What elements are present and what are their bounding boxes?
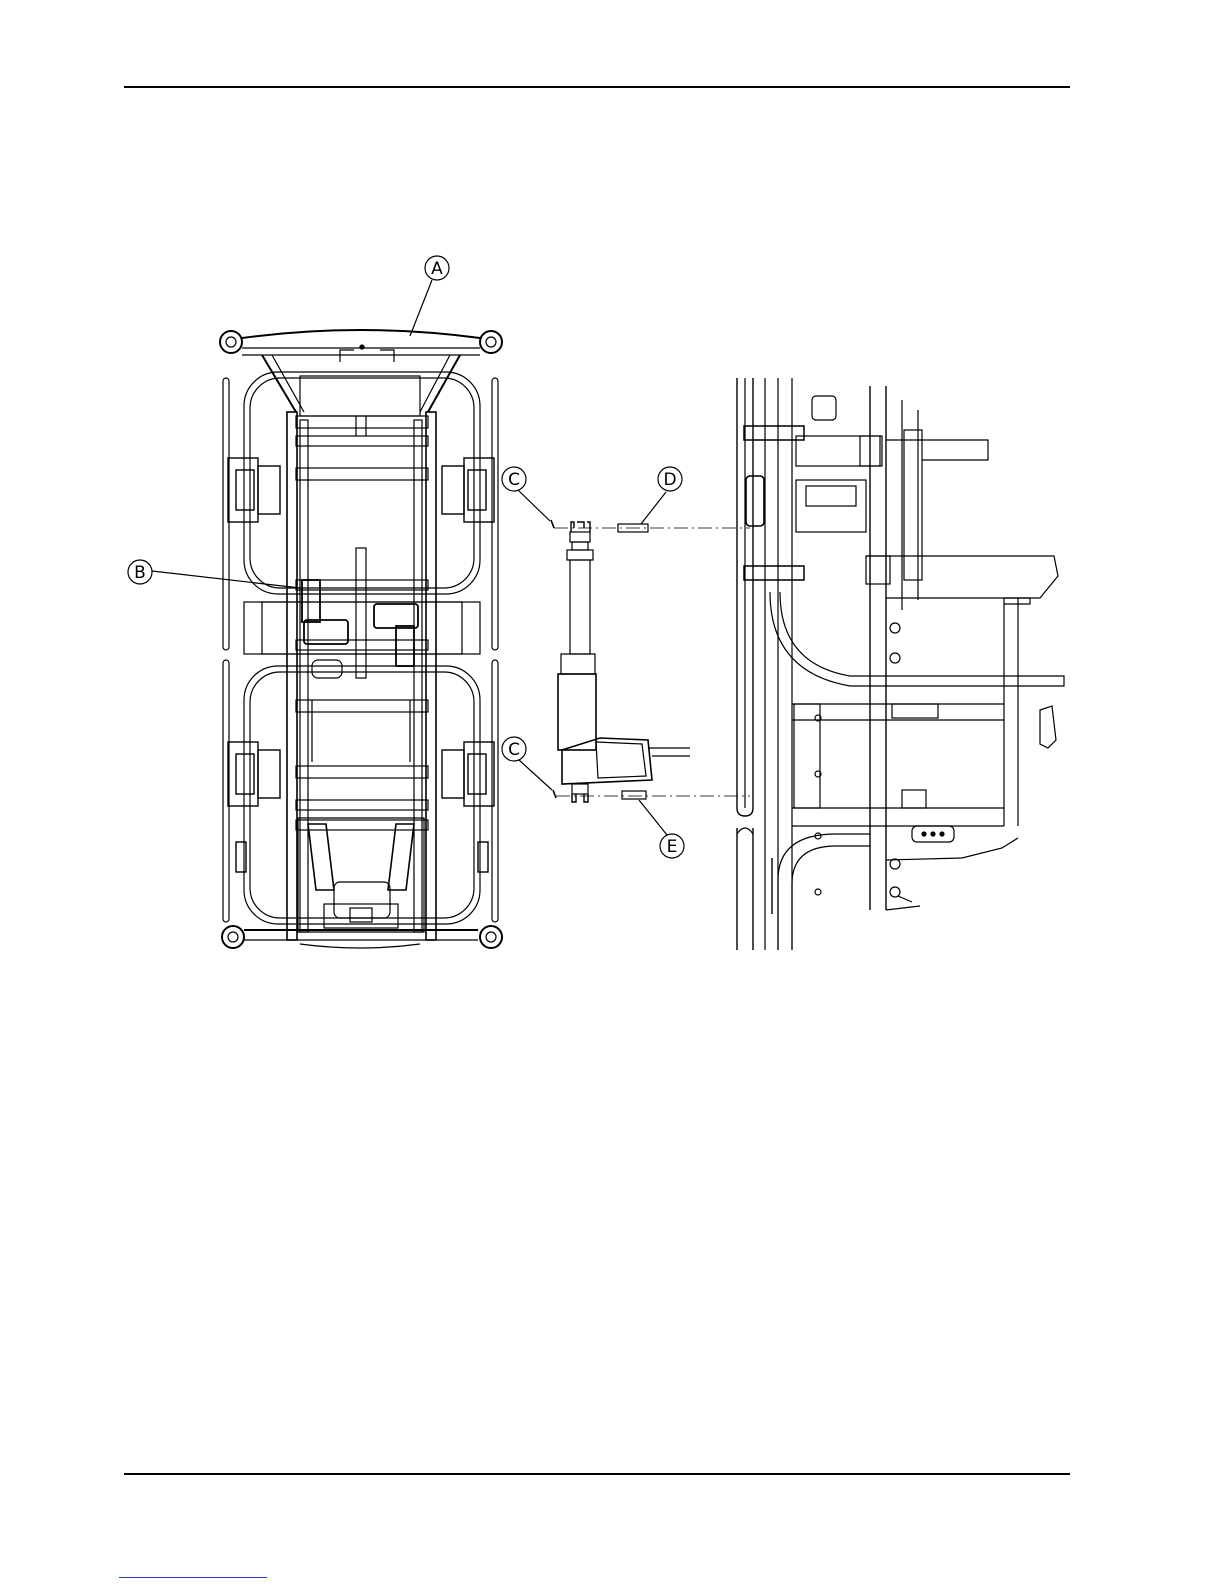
caster-top-right — [480, 331, 502, 353]
footer-link-underline[interactable] — [119, 1577, 267, 1578]
actuator-exploded-view — [551, 520, 690, 802]
callout-c-bottom-label: C — [508, 740, 520, 760]
footer-rule — [124, 1473, 1070, 1475]
bed-frame-top-view — [220, 330, 502, 948]
callout-b-label: B — [134, 563, 146, 583]
actuator-top-view — [302, 580, 418, 666]
caster-top-left — [220, 331, 242, 353]
callout-a-label: A — [431, 259, 443, 279]
callout-e-label: E — [667, 837, 678, 857]
callout-b — [128, 560, 300, 588]
callout-d-label: D — [663, 470, 676, 490]
side-detail-view — [737, 378, 1064, 950]
caster-bottom-left — [222, 926, 244, 948]
pin-e — [622, 791, 646, 799]
caster-bottom-right — [480, 926, 502, 948]
callout-c-top-label: C — [508, 470, 520, 490]
callout-a — [410, 256, 449, 336]
